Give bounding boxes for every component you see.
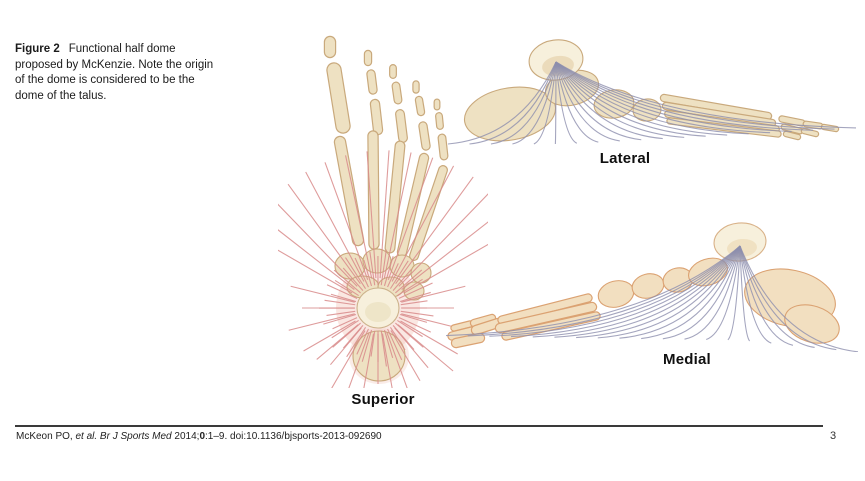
lateral-view-label: Lateral (599, 150, 651, 167)
lateral-foot-illustration (447, 39, 857, 145)
caption-line-4: dome of the talus. (15, 89, 107, 102)
citation-pages-doi: :1–9. doi:10.1136/bjsports-2013-092690 (205, 431, 382, 442)
footer-citation: McKeon PO, et al. Br J Sports Med 2014;0… (16, 431, 382, 442)
page-number: 3 (830, 430, 837, 442)
caption-line-1: Functional half dome (68, 43, 176, 55)
footer-rule (15, 425, 823, 427)
caption-figure-label: Figure 2 (15, 43, 60, 55)
medial-foot-illustration (445, 222, 859, 352)
citation-authors: McKeon PO, (16, 431, 76, 442)
citation-journal: et al. Br J Sports Med (75, 431, 175, 442)
figure-caption: Figure 2 Functional half dome proposed by… (15, 42, 255, 104)
superior-foot-illustration (278, 35, 488, 388)
caption-line-2: proposed by McKenzie. Note the origin (15, 58, 214, 71)
caption-line-3: of the dome is considered to be the (15, 74, 195, 86)
superior-view-label: Superior (351, 391, 415, 408)
medial-view-label: Medial (663, 351, 711, 368)
citation-volume: 0 (199, 431, 205, 442)
citation-year: 2014; (174, 431, 200, 442)
